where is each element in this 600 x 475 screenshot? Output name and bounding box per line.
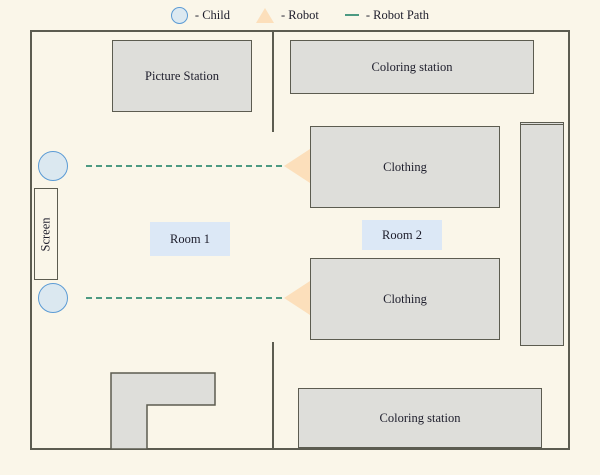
furniture-counter-bottom-left xyxy=(110,372,216,450)
furniture-coloring-station-top: Coloring station xyxy=(290,40,534,94)
robot-path-lower xyxy=(86,297,282,299)
legend-label-robot-path: - Robot Path xyxy=(365,7,430,22)
robot-triangle-icon xyxy=(256,7,274,23)
room-label-room-2: Room 2 xyxy=(362,220,442,250)
child-marker-lower xyxy=(38,283,68,313)
legend-label-child: - Child xyxy=(194,7,230,22)
room-label-room-1: Room 1 xyxy=(150,222,230,256)
furniture-screen: Screen xyxy=(34,188,58,280)
child-circle-icon xyxy=(170,6,188,24)
screen-label: Screen xyxy=(38,216,53,252)
legend-item-robot-path: - Robot Path xyxy=(344,7,430,22)
furniture-coloring-station-bottom: Coloring station xyxy=(298,388,542,448)
interior-wall-upper xyxy=(272,32,274,132)
furniture-label-picture-station: Picture Station xyxy=(145,68,219,83)
interior-wall-lower xyxy=(272,342,274,450)
legend-label-robot: - Robot xyxy=(281,7,319,22)
furniture-label-coloring-station-bottom: Coloring station xyxy=(379,410,461,425)
floorplan-outer-wall: Picture Station Coloring station Clothin… xyxy=(30,30,570,450)
furniture-shelf-right xyxy=(520,124,564,346)
furniture-label-clothing-lower: Clothing xyxy=(383,291,427,306)
furniture-label-coloring-station-top: Coloring station xyxy=(371,59,453,74)
furniture-picture-station: Picture Station xyxy=(112,40,252,112)
child-marker-upper xyxy=(38,151,68,181)
legend: - Child - Robot - Robot Path xyxy=(0,0,600,30)
furniture-clothing-upper: Clothing xyxy=(310,126,500,208)
furniture-clothing-lower: Clothing xyxy=(310,258,500,340)
legend-item-child: - Child xyxy=(170,6,230,24)
robot-marker-lower xyxy=(284,281,310,315)
room-1-text: Room 1 xyxy=(170,231,210,246)
furniture-label-clothing-upper: Clothing xyxy=(383,159,427,174)
legend-item-robot: - Robot xyxy=(256,7,319,23)
robot-marker-upper xyxy=(284,149,310,183)
room-2-text: Room 2 xyxy=(382,227,422,242)
robot-path-dash-icon xyxy=(344,14,359,16)
robot-path-upper xyxy=(86,165,282,167)
